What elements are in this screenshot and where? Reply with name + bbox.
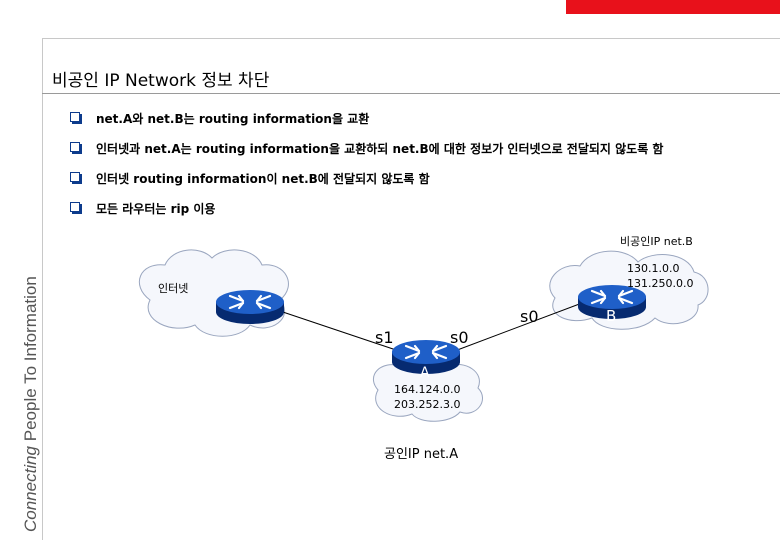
netB-label: 비공인IP net.B <box>620 235 693 248</box>
router-A-label: A <box>420 365 430 381</box>
interface-s0-B: s0 <box>520 307 539 326</box>
title-divider <box>42 93 780 94</box>
square-bullet-icon <box>70 202 80 212</box>
interface-s1-A: s1 <box>375 328 394 347</box>
internet-label: 인터넷 <box>158 282 189 295</box>
slide-title: 비공인 IP Network 정보 차단 <box>52 71 270 91</box>
netB-address-1: 130.1.0.0 <box>627 262 680 275</box>
square-bullet-icon <box>70 142 80 152</box>
bullet-text: net.A와 net.B는 routing information을 교환 <box>96 112 370 126</box>
netB-address-2: 131.250.0.0 <box>627 277 694 290</box>
link-A-B <box>451 299 591 353</box>
square-bullet-icon <box>70 112 80 122</box>
link-internet-A <box>261 304 403 353</box>
router-B-label: B <box>606 307 617 325</box>
netA-address-1: 164.124.0.0 <box>394 383 461 396</box>
bullet-text: 모든 라우터는 rip 이용 <box>96 202 216 216</box>
brand-accent-bar <box>566 0 780 14</box>
bullet-text: 인터넷 routing information이 net.B에 전달되지 않도록… <box>96 172 430 186</box>
interface-s0-A: s0 <box>450 328 469 347</box>
frame-left-line <box>42 38 43 540</box>
bullet-text: 인터넷과 net.A는 routing information을 교환하되 ne… <box>96 142 664 156</box>
frame-top-line <box>42 38 780 39</box>
internet-router-icon <box>214 288 286 326</box>
netA-address-2: 203.252.3.0 <box>394 398 461 411</box>
netA-label: 공인IP net.A <box>384 447 459 462</box>
square-bullet-icon <box>70 172 80 182</box>
